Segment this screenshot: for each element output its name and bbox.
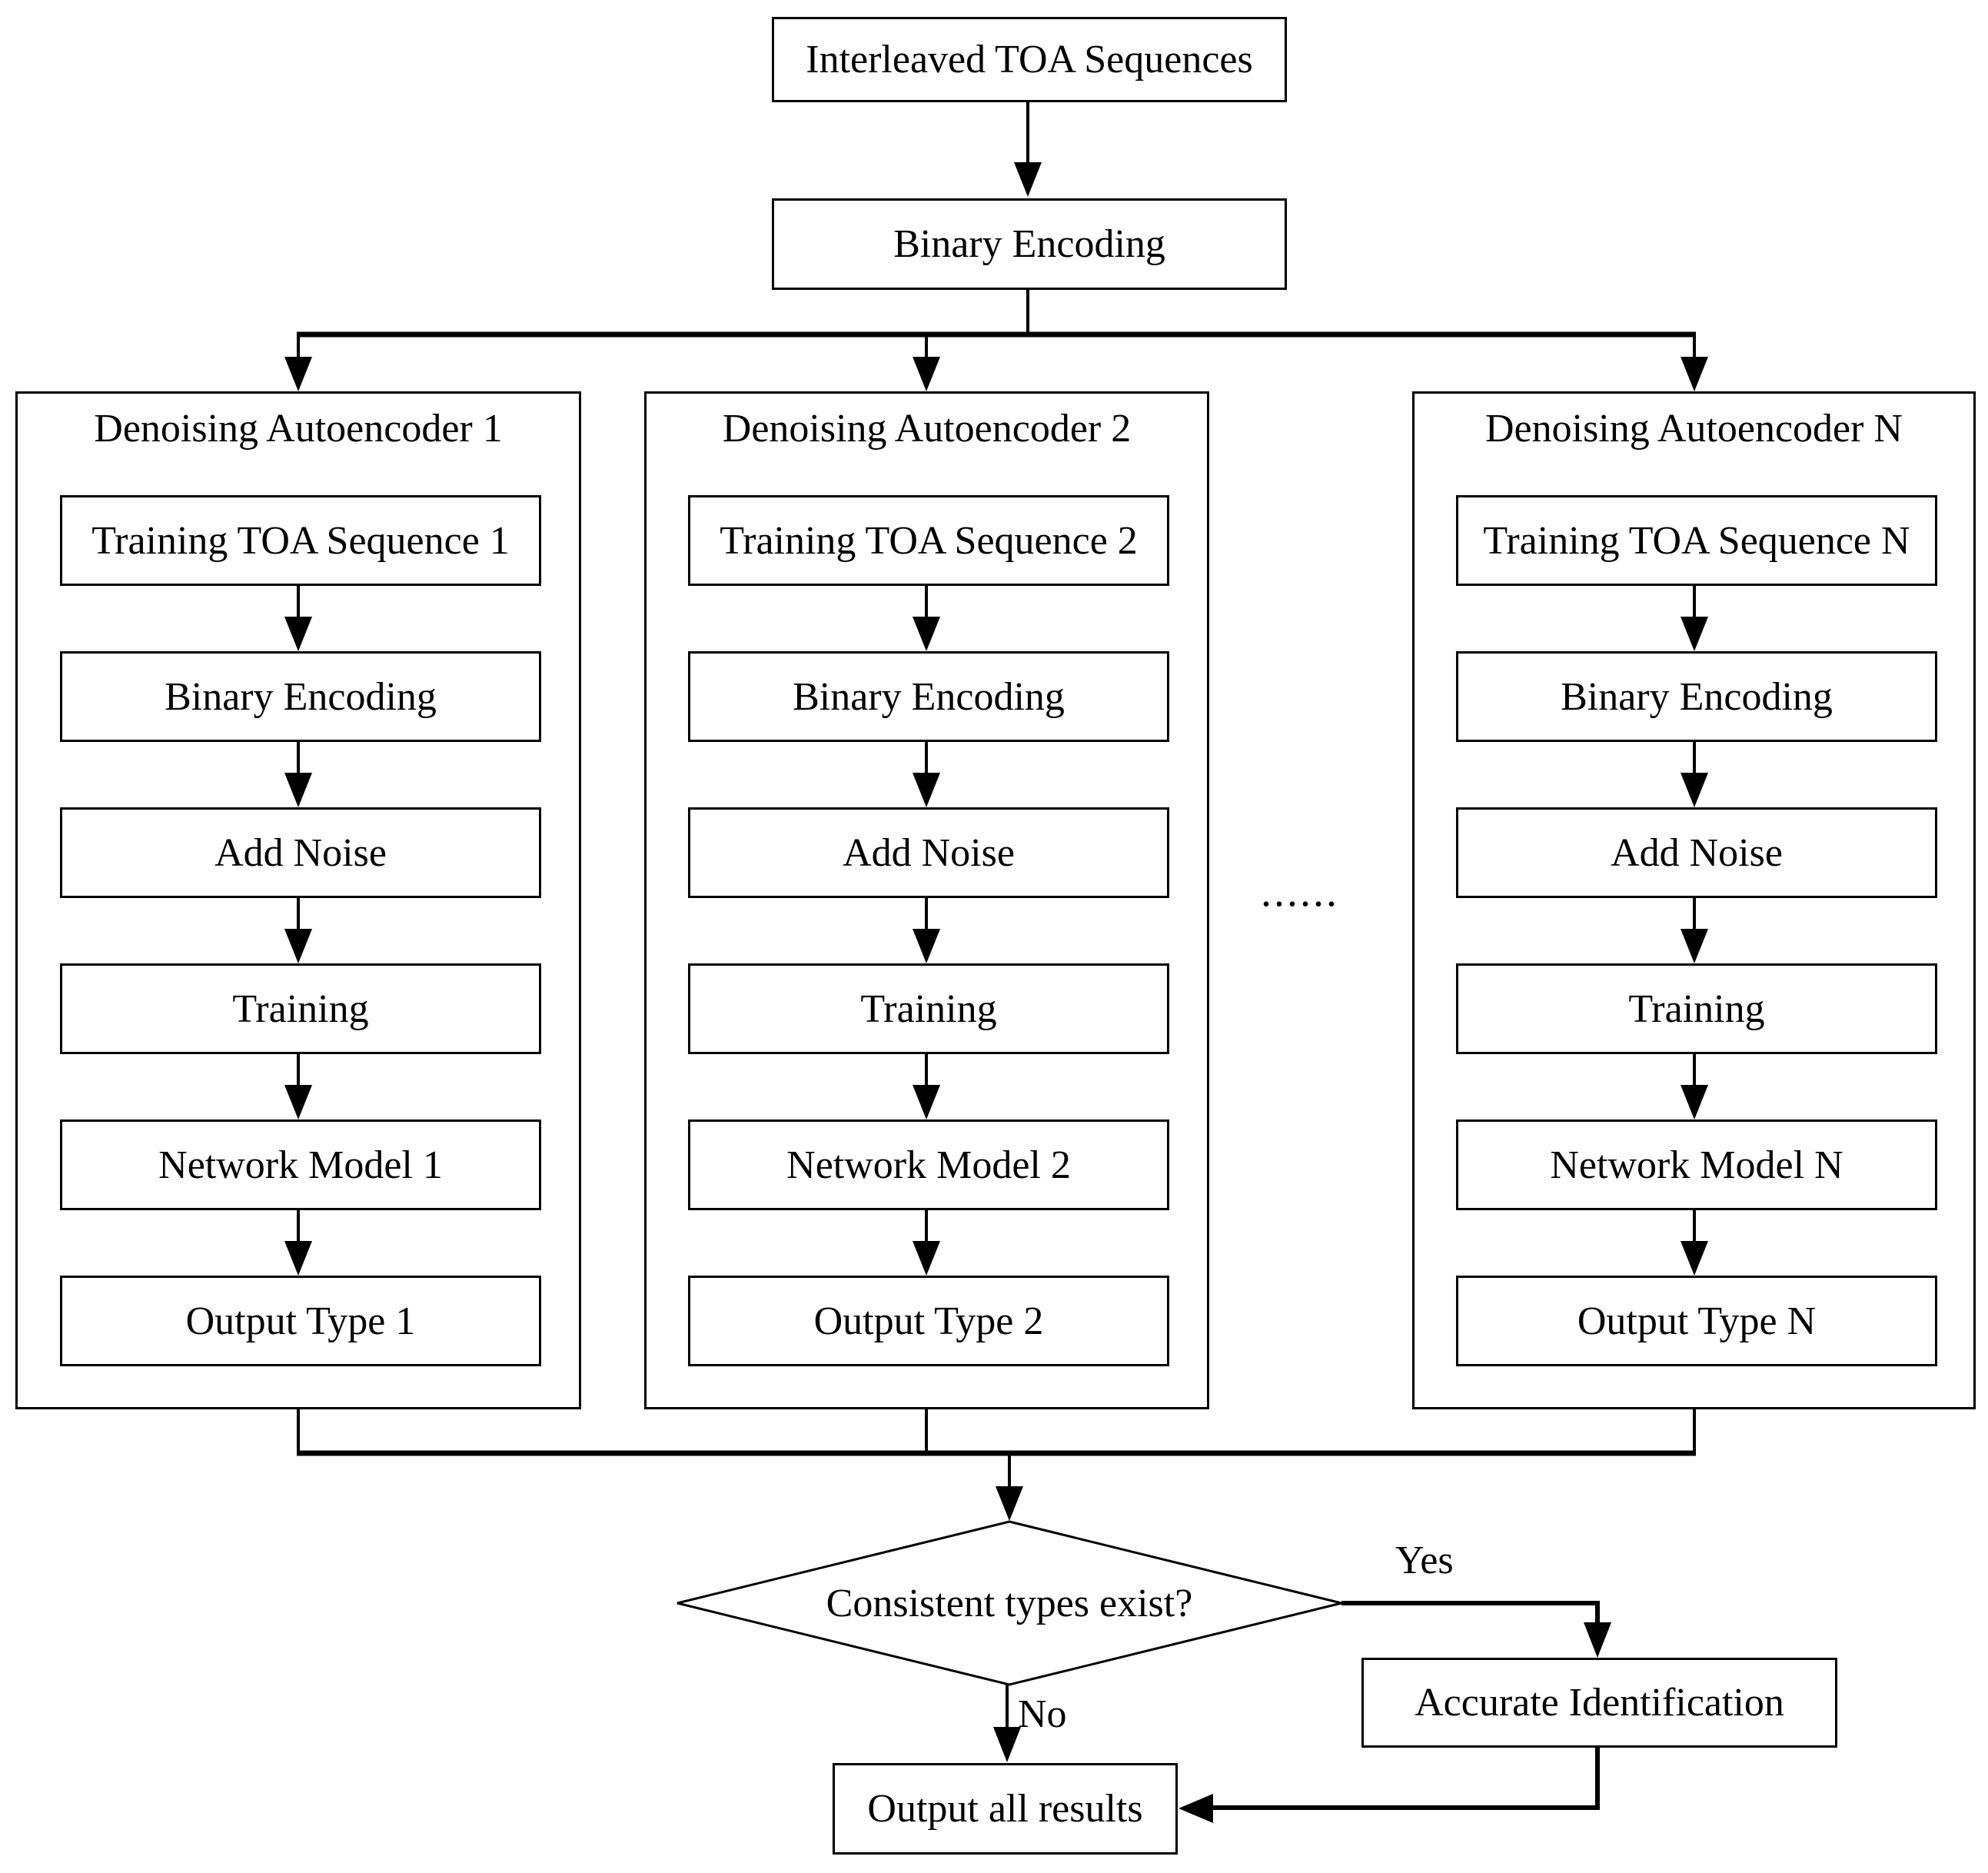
denoising-autoencoder-1-panel: Denoising Autoencoder 1 Training TOA Seq… <box>15 391 581 1409</box>
step-box-training-2: Training <box>688 963 1169 1054</box>
step-label: Output Type 1 <box>185 1299 416 1343</box>
step-box-output-type-2: Output Type 2 <box>688 1276 1169 1366</box>
step-box-add-noise-2: Add Noise <box>688 807 1169 898</box>
panel-title: Denoising Autoencoder 1 <box>94 407 503 451</box>
denoising-autoencoder-n-panel: Denoising Autoencoder N Training TOA Seq… <box>1412 391 1976 1409</box>
interleaved-toa-sequences-box: Interleaved TOA Sequences <box>772 17 1287 102</box>
step-box-training-toa-sequence-n: Training TOA Sequence N <box>1456 495 1937 586</box>
step-label: Training <box>1628 986 1765 1031</box>
ellipsis-dots: ...... <box>1261 868 1339 916</box>
step-box-binary-encoding-1: Binary Encoding <box>60 651 541 742</box>
arrowhead-down-icon <box>1014 162 1042 197</box>
arrowhead-down-icon <box>913 1085 940 1119</box>
step-label: Binary Encoding <box>793 674 1065 719</box>
step-box-network-model-2: Network Model 2 <box>688 1119 1169 1210</box>
step-box-training-1: Training <box>60 963 541 1054</box>
step-label: Network Model 2 <box>786 1143 1071 1187</box>
arrowhead-down-icon <box>284 773 312 807</box>
accurate-identification-box: Accurate Identification <box>1361 1658 1837 1748</box>
step-box-training-toa-sequence-1: Training TOA Sequence 1 <box>60 495 541 586</box>
step-box-binary-encoding-n: Binary Encoding <box>1456 651 1937 742</box>
step-box-training-n: Training <box>1456 963 1937 1054</box>
step-box-binary-encoding-2: Binary Encoding <box>688 651 1169 742</box>
step-label: Binary Encoding <box>165 674 437 719</box>
arrowhead-left-icon <box>1179 1794 1213 1823</box>
arrowhead-down-icon <box>1680 357 1708 391</box>
arrowhead-down-icon <box>284 357 312 391</box>
arrowhead-down-icon <box>1680 929 1708 963</box>
step-box-network-model-n: Network Model N <box>1456 1119 1937 1210</box>
binary-encoding-label: Binary Encoding <box>893 221 1165 266</box>
output-all-results-label: Output all results <box>867 1786 1143 1831</box>
step-label: Training TOA Sequence N <box>1483 518 1910 563</box>
step-box-output-type-1: Output Type 1 <box>60 1276 541 1366</box>
accurate-identification-label: Accurate Identification <box>1415 1680 1784 1725</box>
step-box-training-toa-sequence-2: Training TOA Sequence 2 <box>688 495 1169 586</box>
arrowhead-down-icon <box>1680 1241 1708 1276</box>
binary-encoding-box: Binary Encoding <box>772 198 1287 290</box>
arrowhead-down-icon <box>1680 1085 1708 1119</box>
arrowhead-down-icon <box>284 1241 312 1276</box>
step-label: Binary Encoding <box>1561 674 1833 719</box>
step-label: Network Model 1 <box>158 1143 443 1187</box>
yes-path-line <box>1341 1601 1600 1625</box>
no-branch-label: No <box>1018 1692 1067 1736</box>
step-label: Output Type N <box>1577 1299 1817 1343</box>
step-label: Training TOA Sequence 2 <box>720 518 1138 563</box>
step-label: Output Type 2 <box>813 1299 1044 1343</box>
decision-diamond-label: Consistent types exist? <box>826 1581 1193 1625</box>
arrowhead-down-icon <box>913 773 940 807</box>
step-label: Training <box>232 986 369 1031</box>
panel-title: Denoising Autoencoder N <box>1484 407 1903 451</box>
step-box-add-noise-1: Add Noise <box>60 807 541 898</box>
step-box-add-noise-n: Add Noise <box>1456 807 1937 898</box>
arrowhead-down-icon <box>284 929 312 963</box>
step-box-output-type-n: Output Type N <box>1456 1276 1937 1366</box>
arrowhead-down-icon <box>1680 617 1708 651</box>
step-label: Training <box>860 986 997 1031</box>
arrowhead-down-icon <box>913 1241 940 1276</box>
arrowhead-down-icon <box>913 929 940 963</box>
step-label: Add Noise <box>214 830 387 875</box>
panel-title: Denoising Autoencoder 2 <box>722 407 1132 451</box>
output-all-results-box: Output all results <box>833 1763 1178 1855</box>
arrowhead-down-icon <box>993 1727 1021 1762</box>
arrowhead-down-icon <box>284 1085 312 1119</box>
decision-diamond-shape <box>677 1520 1342 1686</box>
step-label: Network Model N <box>1550 1143 1843 1187</box>
step-label: Training TOA Sequence 1 <box>91 518 510 563</box>
arrowhead-down-icon <box>1584 1622 1611 1658</box>
step-label: Add Noise <box>1611 830 1783 875</box>
arrowhead-down-icon <box>913 617 940 651</box>
interleaved-toa-sequences-label: Interleaved TOA Sequences <box>806 37 1253 82</box>
arrowhead-down-icon <box>1680 773 1708 807</box>
step-label: Add Noise <box>843 830 1015 875</box>
yes-branch-label: Yes <box>1395 1539 1454 1582</box>
arrowhead-down-icon <box>284 617 312 651</box>
arrowhead-down-icon <box>913 357 940 391</box>
step-box-network-model-1: Network Model 1 <box>60 1119 541 1210</box>
arrowhead-down-icon <box>996 1486 1023 1521</box>
denoising-autoencoder-2-panel: Denoising Autoencoder 2 Training TOA Seq… <box>644 391 1209 1409</box>
